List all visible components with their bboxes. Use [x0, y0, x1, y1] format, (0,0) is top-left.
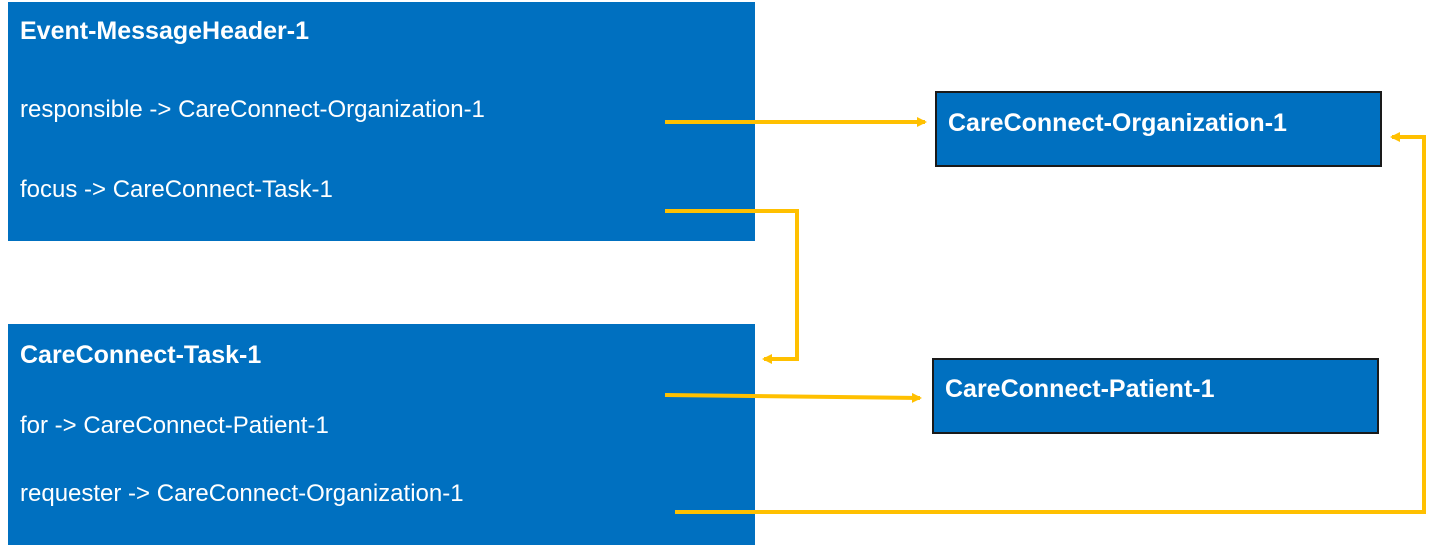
- message-header-title: Event-MessageHeader-1: [20, 17, 310, 45]
- requester-arrow: [675, 132, 1426, 514]
- for-field: for -> CareConnect-Patient-1: [20, 412, 329, 439]
- organization-title: CareConnect-Organization-1: [948, 109, 1287, 137]
- message-header-box: Event-MessageHeader-1 responsible -> Car…: [8, 2, 755, 241]
- requester-field: requester -> CareConnect-Organization-1: [20, 480, 464, 507]
- patient-box: CareConnect-Patient-1: [932, 358, 1379, 434]
- task-title: CareConnect-Task-1: [20, 341, 262, 369]
- task-box: CareConnect-Task-1 for -> CareConnect-Pa…: [8, 324, 755, 545]
- responsible-field: responsible -> CareConnect-Organization-…: [20, 96, 485, 123]
- patient-title: CareConnect-Patient-1: [945, 375, 1215, 403]
- organization-box: CareConnect-Organization-1: [935, 91, 1382, 167]
- focus-field: focus -> CareConnect-Task-1: [20, 176, 333, 203]
